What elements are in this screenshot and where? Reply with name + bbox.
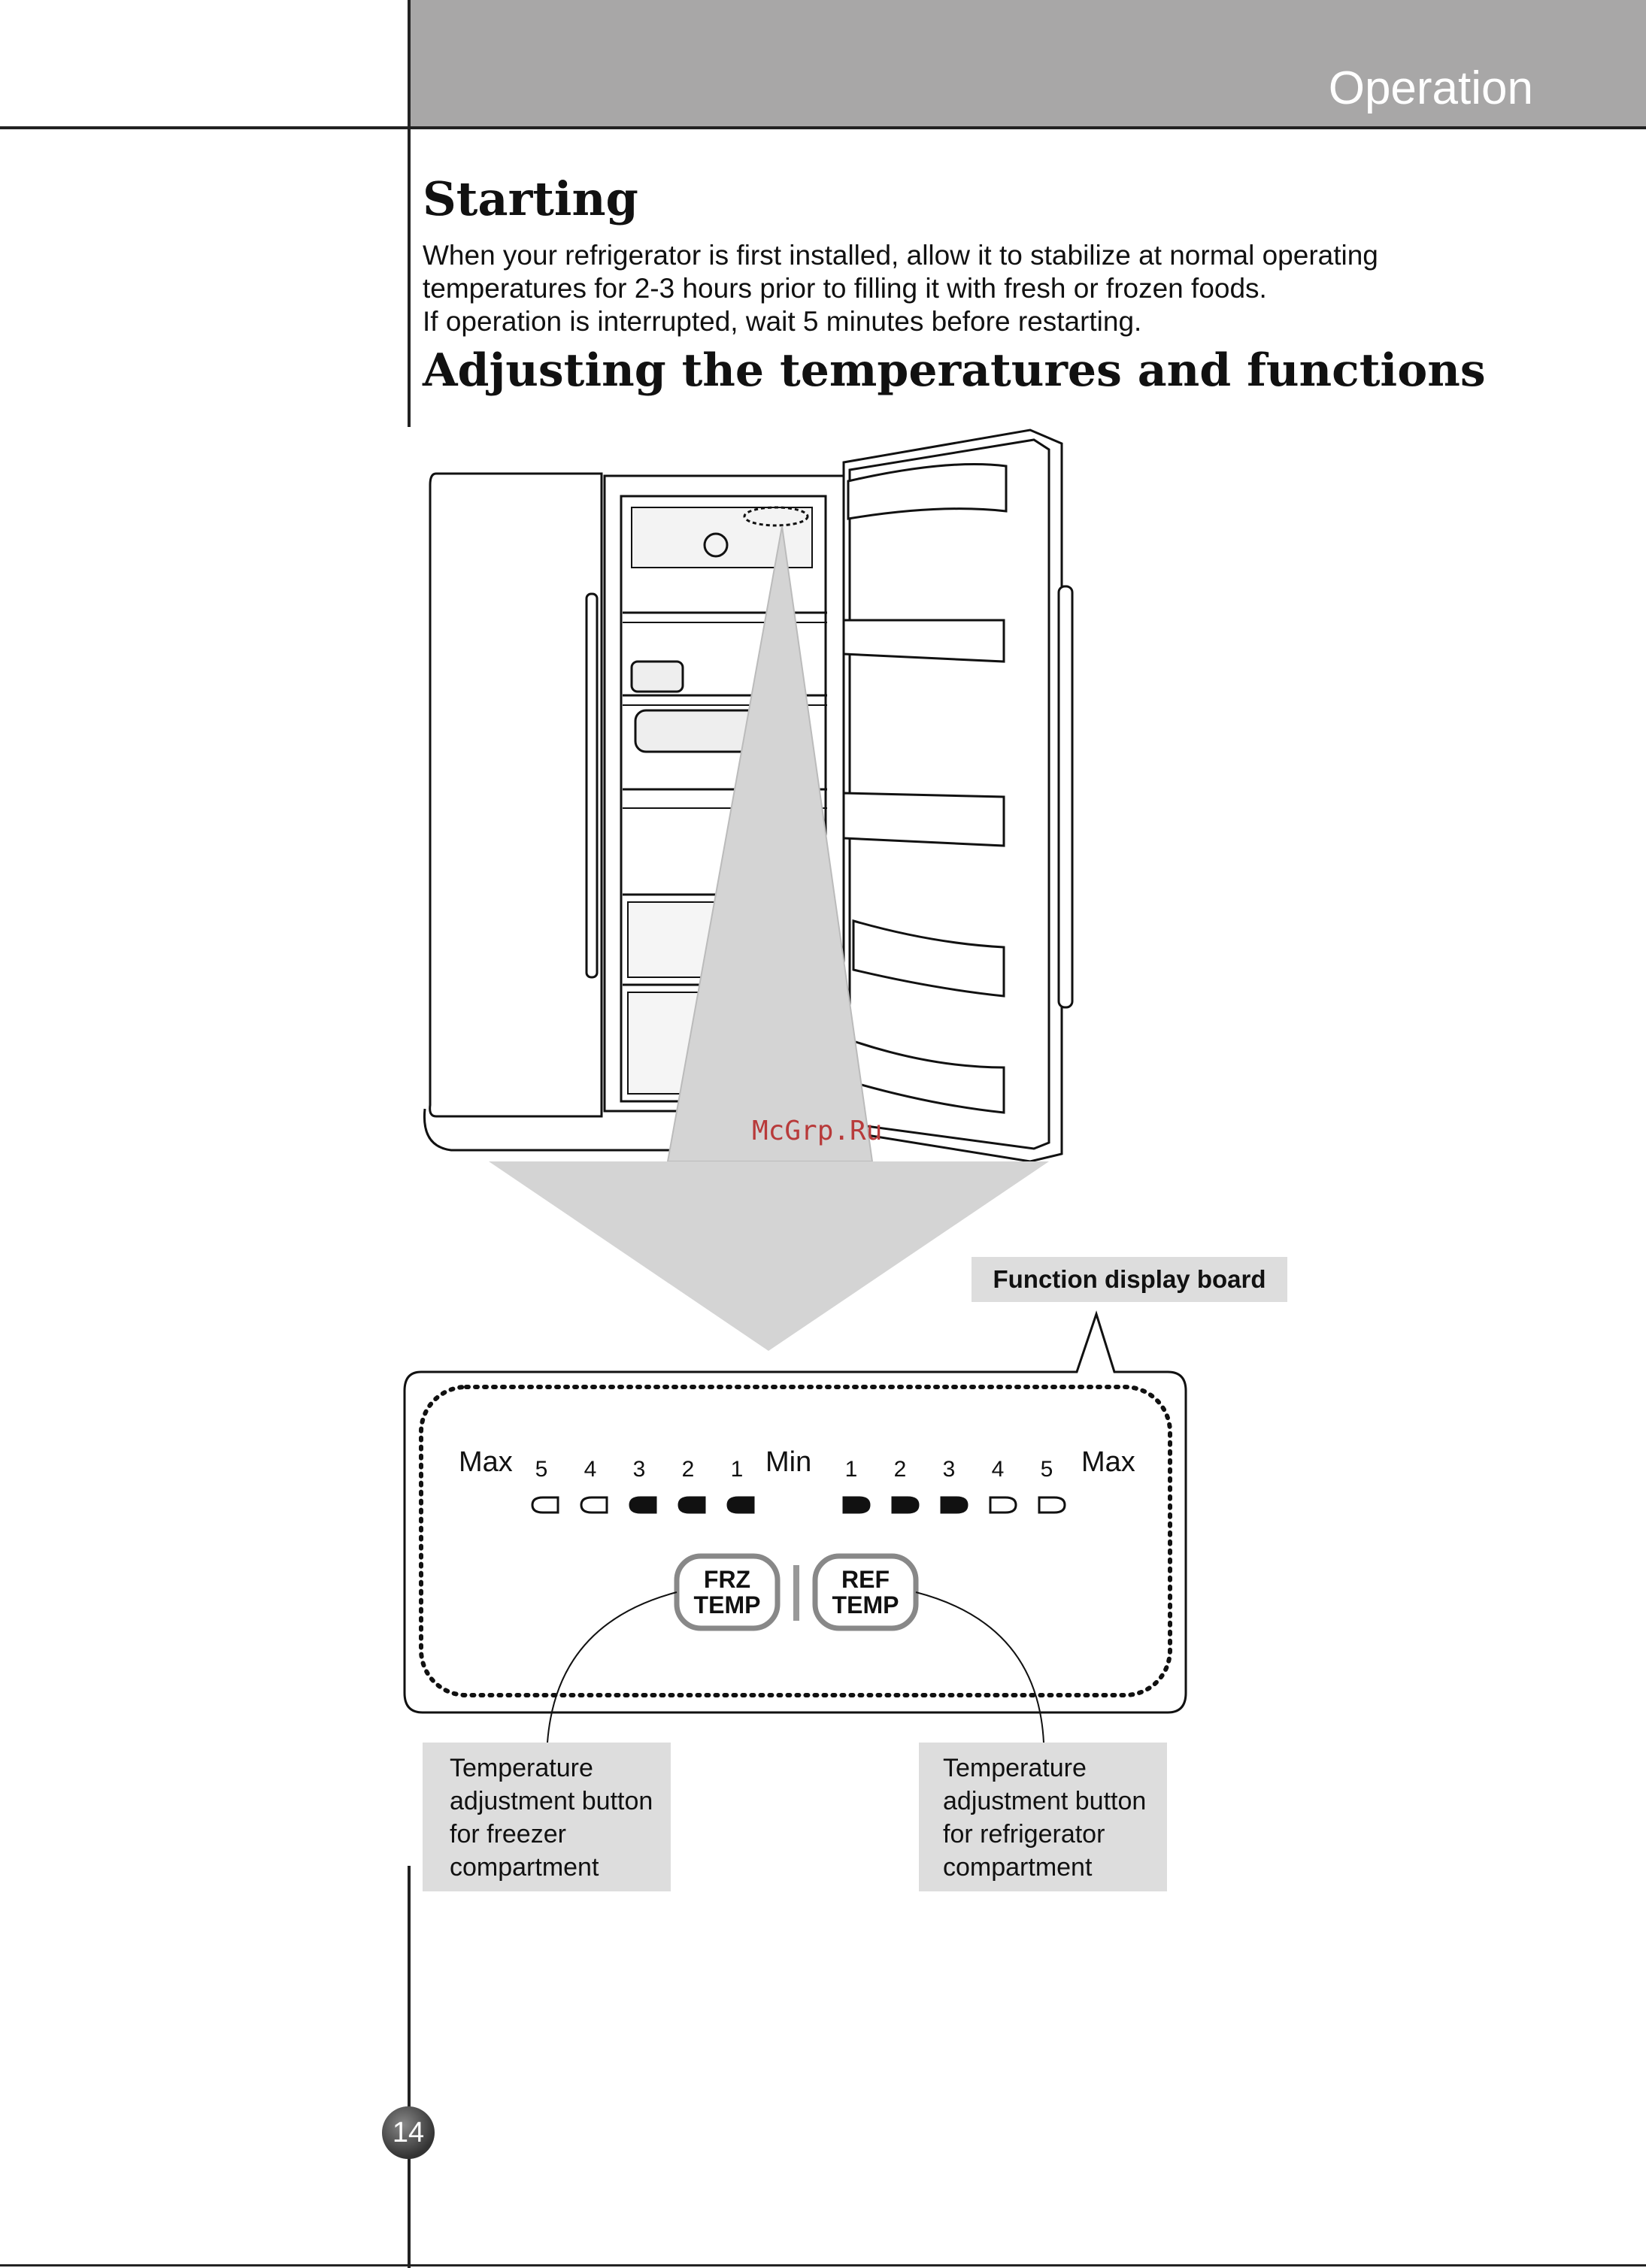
caption-line: adjustment button (943, 1787, 1147, 1815)
freezer-level-led-1 (726, 1496, 755, 1514)
page-number: 14 (382, 2106, 435, 2159)
header-band (410, 0, 1646, 128)
watermark: McGrp.Ru (752, 1116, 883, 1146)
starting-line: temperatures for 2-3 hours prior to fill… (423, 273, 1267, 304)
frz-temp-line2: TEMP (693, 1591, 761, 1618)
starting-paragraph: When your refrigerator is first installe… (423, 239, 1551, 338)
button-divider (793, 1565, 799, 1621)
freezer-level-led-2 (677, 1496, 706, 1514)
ref-temp-line1: REF (841, 1566, 890, 1593)
freezer-level-indicators (531, 1496, 755, 1514)
footer-rule (0, 2264, 1646, 2266)
freezer-level-led-5 (531, 1496, 559, 1514)
fridge-level-led-5 (1038, 1496, 1066, 1514)
refrigerator-button-caption: Temperature adjustment button for refrig… (919, 1743, 1167, 1891)
fridge-level-number: 3 (942, 1457, 956, 1482)
adjusting-heading: Adjusting the temperatures and functions (423, 344, 1486, 397)
starting-heading: Starting (423, 171, 638, 226)
max-label-right: Max (1081, 1446, 1135, 1478)
freezer-level-number: 2 (681, 1457, 695, 1482)
caption-line: for refrigerator (943, 1820, 1105, 1849)
caption-line: Temperature (943, 1754, 1087, 1782)
function-display-board-label: Function display board (972, 1257, 1287, 1302)
margin-rule-bottom (408, 1866, 411, 2268)
min-label: Min (765, 1446, 812, 1478)
freezer-level-number: 4 (584, 1457, 597, 1482)
freezer-level-number: 1 (730, 1457, 744, 1482)
freezer-leader-line (547, 1591, 677, 1743)
fridge-level-number: 5 (1040, 1457, 1053, 1482)
caption-line: compartment (450, 1853, 599, 1882)
fridge-level-number: 1 (844, 1457, 858, 1482)
caption-line: adjustment button (450, 1787, 653, 1815)
fridge-level-led-3 (940, 1496, 969, 1514)
frz-temp-line1: FRZ (703, 1566, 751, 1593)
caption-line: compartment (943, 1853, 1093, 1882)
freezer-level-led-4 (580, 1496, 608, 1514)
freezer-level-number: 5 (535, 1457, 548, 1482)
header-rule (0, 126, 1646, 129)
section-title: Operation (1328, 62, 1533, 114)
starting-line: If operation is interrupted, wait 5 minu… (423, 306, 1142, 337)
fridge-leader-line (915, 1591, 1044, 1743)
freezer-level-number: 3 (632, 1457, 646, 1482)
fridge-level-number: 4 (991, 1457, 1005, 1482)
frz-temp-button[interactable]: FRZ TEMP (686, 1567, 768, 1618)
down-arrow (489, 1161, 1049, 1351)
ref-temp-line2: TEMP (832, 1591, 899, 1618)
fridge-level-number: 2 (893, 1457, 907, 1482)
caption-line: for freezer (450, 1820, 566, 1849)
ref-temp-button[interactable]: REF TEMP (824, 1567, 907, 1618)
starting-line: When your refrigerator is first installe… (423, 240, 1378, 271)
display-panel (403, 1310, 1187, 1714)
caption-line: Temperature (450, 1754, 593, 1782)
fridge-level-indicators (842, 1496, 1066, 1514)
fridge-level-led-4 (989, 1496, 1017, 1514)
freezer-button-caption: Temperature adjustment button for freeze… (423, 1743, 671, 1891)
max-label-left: Max (459, 1446, 513, 1478)
margin-rule-top (408, 0, 411, 427)
freezer-level-led-3 (629, 1496, 657, 1514)
fridge-level-led-2 (891, 1496, 920, 1514)
fridge-level-led-1 (842, 1496, 871, 1514)
